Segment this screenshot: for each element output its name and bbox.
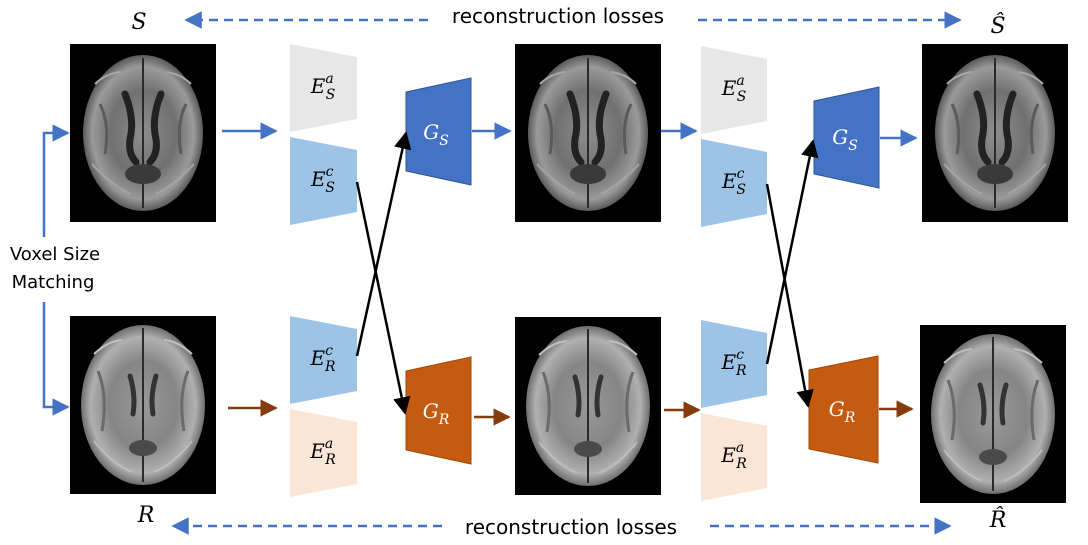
label-r-hat: R̂ — [989, 507, 1007, 533]
brain-image-s-hat — [922, 44, 1068, 222]
cross-arrow-er-c-to-gs-2 — [765, 139, 819, 365]
voxel-arrow-bottom — [42, 302, 70, 416]
encoder-er-a-1 — [290, 409, 357, 497]
generator-gs-1-label: GS — [423, 120, 449, 149]
generator-gr-1-label: GR — [423, 399, 450, 428]
brain-image-s-translated — [515, 44, 661, 222]
label-s-hat: Ŝ — [990, 12, 1005, 39]
label-s: S — [131, 10, 146, 35]
cross-arrow-es-c-to-gr-2 — [765, 183, 814, 408]
brain-image-r-translated — [515, 317, 661, 495]
encoder-es-c-2 — [701, 139, 767, 227]
voxel-matching-label: Matching — [12, 272, 95, 293]
bottom-losses-label: reconstruction losses — [465, 515, 677, 539]
generator-gr-2 — [808, 355, 879, 464]
encoder-er-c-2 — [701, 320, 767, 408]
top-losses-label: reconstruction losses — [452, 4, 664, 28]
encoder-es-a-1 — [290, 44, 357, 132]
voxel-arrow-top — [42, 124, 70, 237]
generator-gs-2-label: GS — [832, 125, 858, 154]
cross-arrow-er-c-to-gs-1 — [355, 131, 412, 357]
brain-image-r-hat — [920, 325, 1066, 503]
brain-image-r — [70, 316, 216, 494]
encoder-er-c-1 — [290, 316, 357, 404]
generator-gr-2-label: GR — [829, 397, 856, 426]
brain-image-s — [70, 44, 216, 222]
cross-arrow-es-c-to-gr-1 — [355, 181, 411, 415]
generator-gr-1 — [405, 356, 472, 465]
voxel-size-label: Voxel Size — [10, 244, 100, 265]
encoder-er-a-2 — [701, 413, 767, 501]
encoder-es-c-1 — [290, 137, 357, 225]
label-r: R — [137, 503, 155, 528]
encoder-es-a-2 — [701, 46, 767, 134]
